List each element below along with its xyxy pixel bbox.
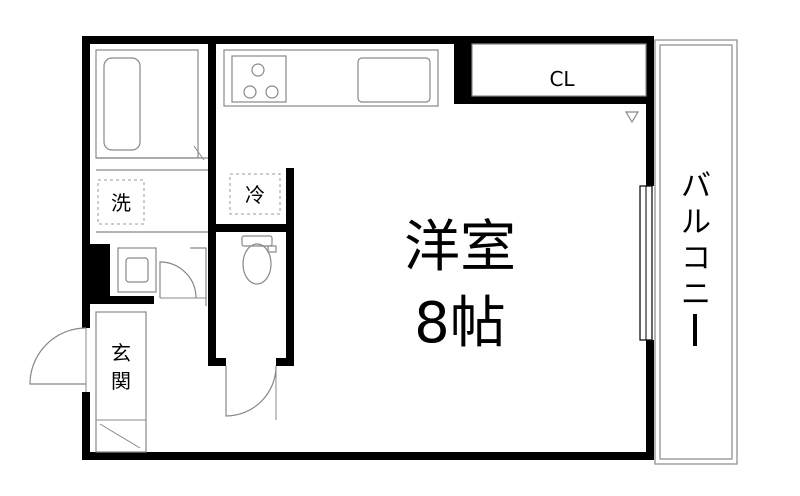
- balcony-window: [639, 185, 653, 341]
- wash-basin: [117, 247, 157, 293]
- entrance-door: [29, 327, 87, 392]
- sink-icon: [357, 57, 431, 103]
- bathtub: [95, 49, 208, 159]
- fridge-space: 冷: [229, 173, 281, 215]
- entrance-label-2: 関: [111, 369, 131, 393]
- balcony-char-1: バ: [681, 169, 711, 204]
- balcony-char-2: ル: [681, 205, 711, 240]
- balcony-char-4: ニ: [681, 277, 711, 312]
- room-name: 洋室: [404, 215, 516, 280]
- main-room: 洋室 8帖: [404, 215, 516, 356]
- toilet: [241, 235, 277, 285]
- balcony-label-group: バ ル コ ニ: [681, 169, 711, 346]
- burner-icon: [265, 85, 279, 99]
- room-size: 8帖: [414, 291, 506, 356]
- interior-walls: [90, 36, 646, 366]
- closet: CL: [471, 43, 647, 124]
- fridge-label: 冷: [245, 183, 265, 207]
- closet-label: CL: [549, 67, 575, 91]
- washer-label: 洗: [111, 191, 131, 215]
- balcony: [654, 39, 738, 465]
- kitchen-counter: [223, 49, 439, 107]
- outer-walls: [82, 36, 654, 460]
- entrance: 玄 関: [95, 311, 147, 453]
- burner-icon: [251, 63, 265, 77]
- balcony-char-3: コ: [681, 241, 711, 276]
- toilet-door: [225, 365, 277, 420]
- burner-icon: [243, 85, 257, 99]
- entrance-label-1: 玄: [111, 341, 131, 365]
- balcony-char-5: [693, 314, 697, 346]
- washroom-lines: [96, 145, 208, 233]
- washroom-door: [159, 247, 207, 306]
- washer-space: 洗: [97, 179, 145, 225]
